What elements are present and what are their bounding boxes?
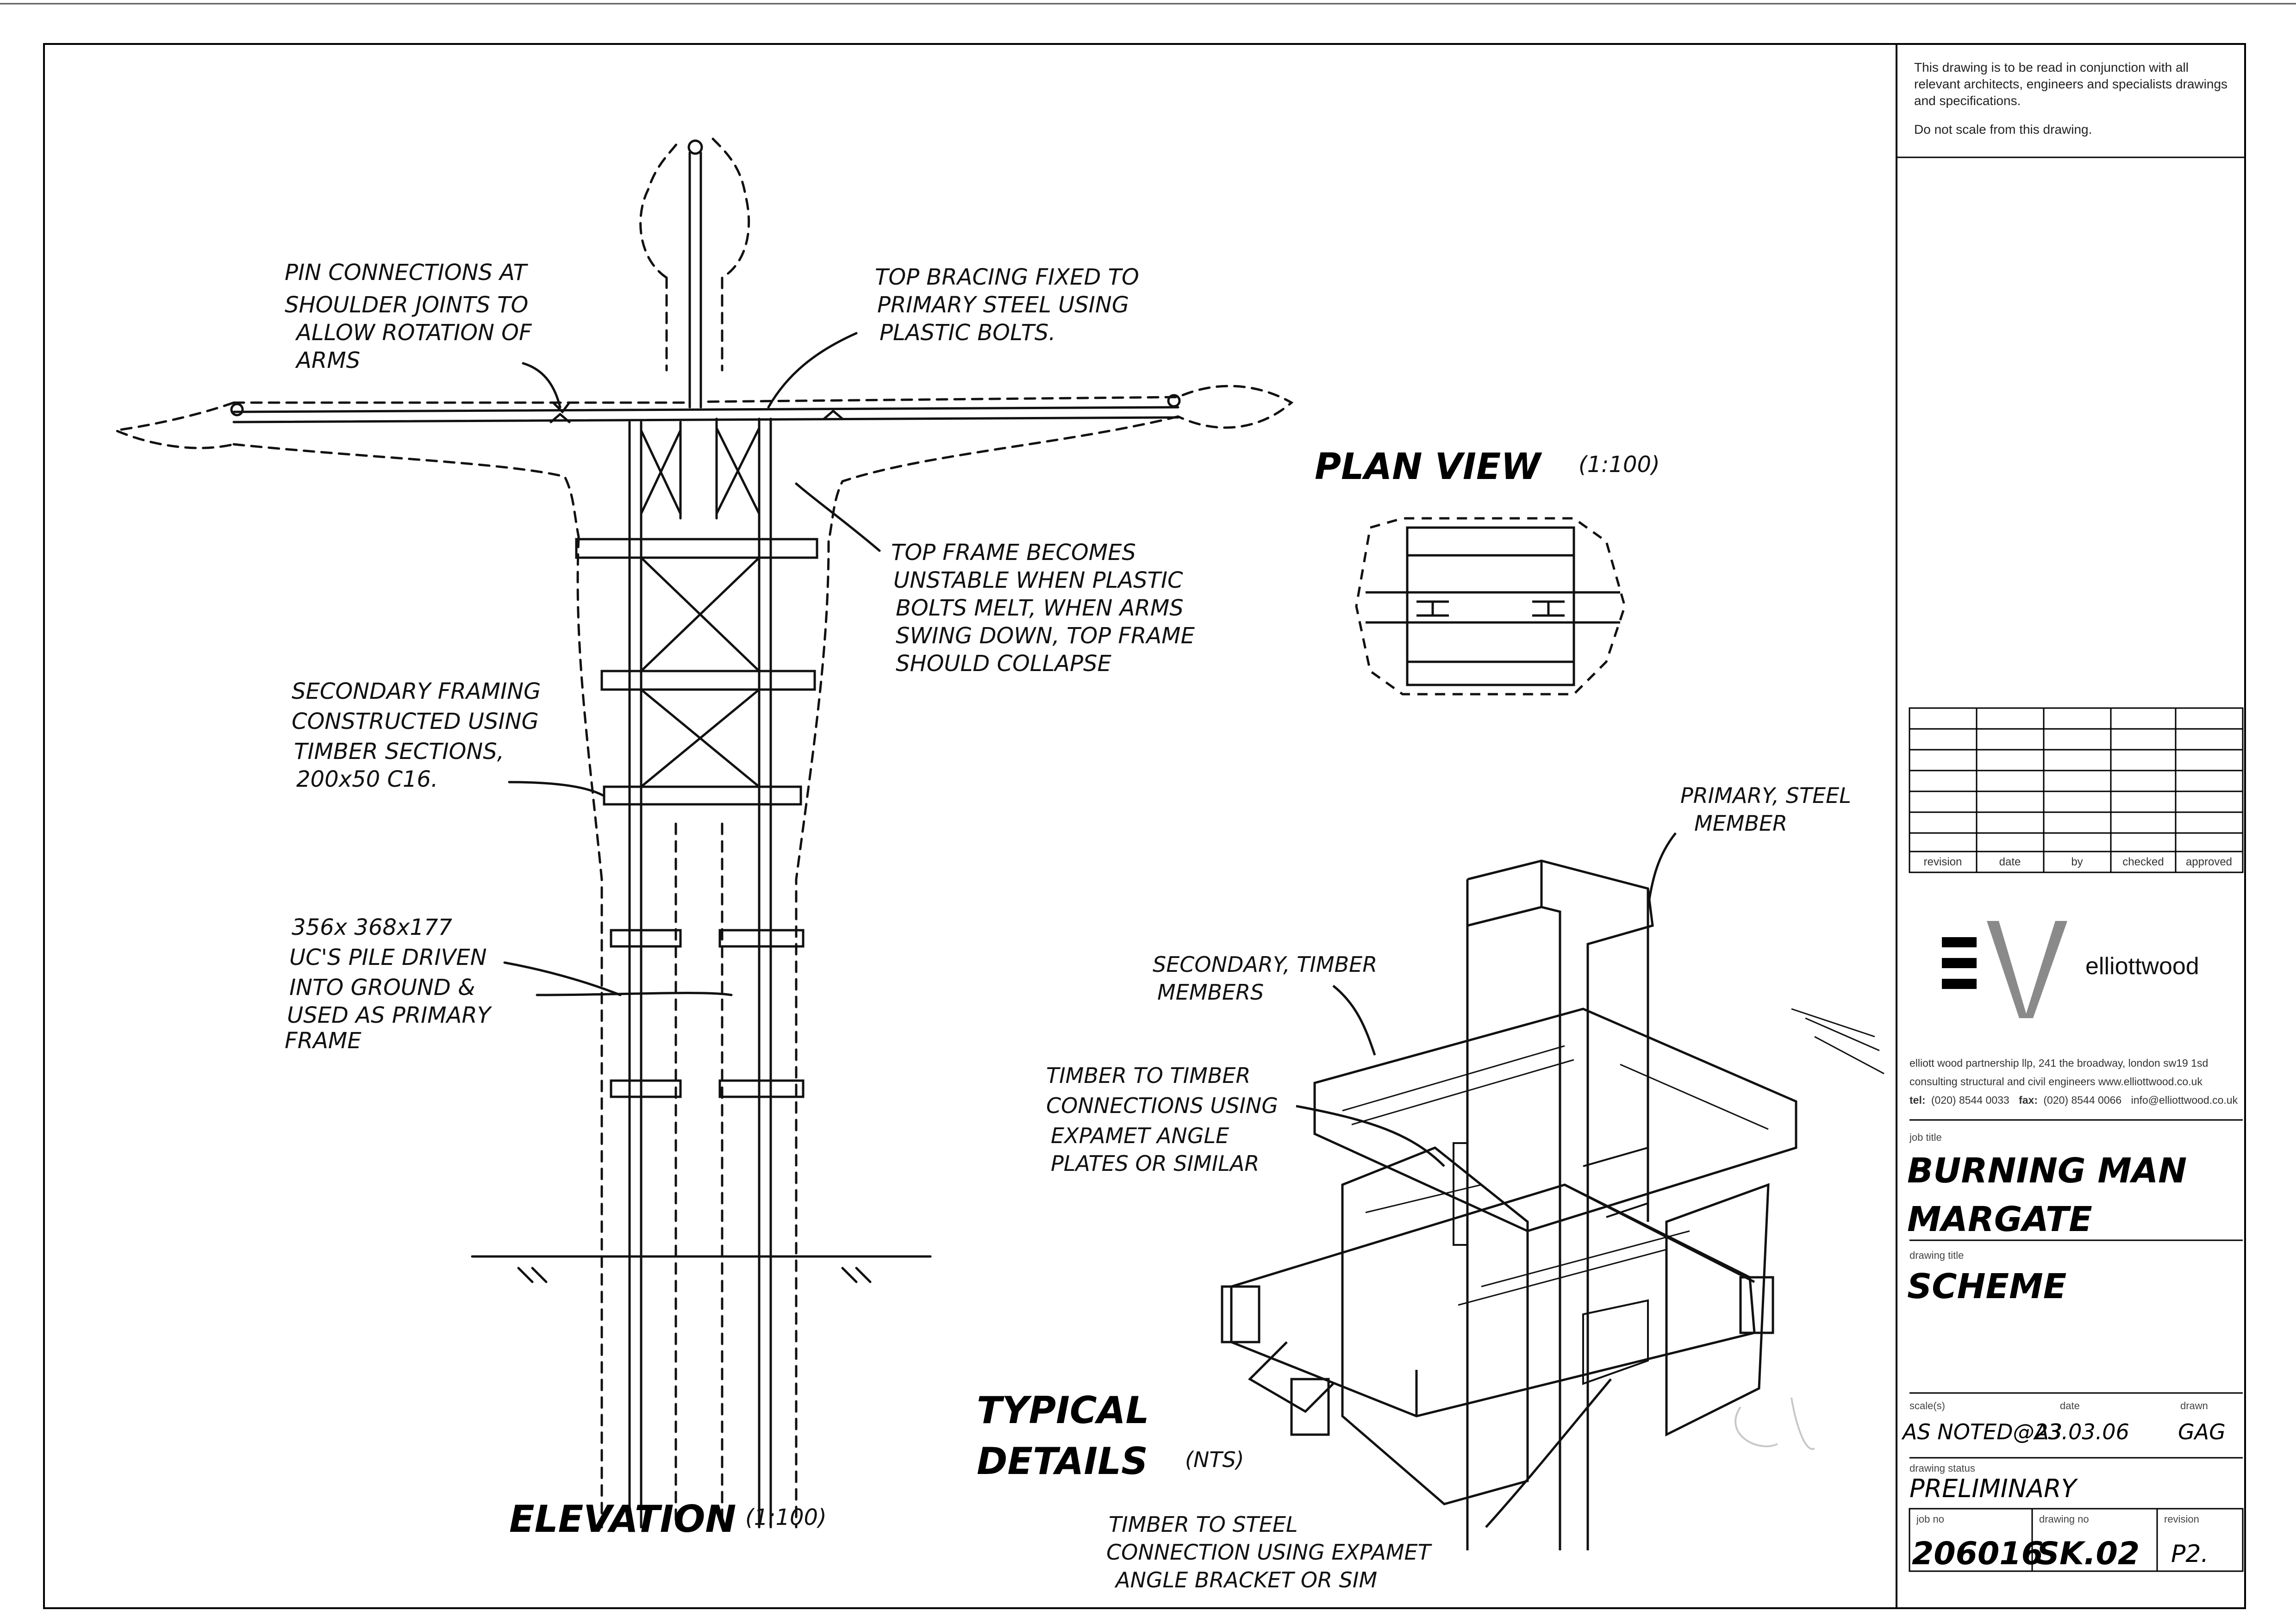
- uc-piles-note-line4: USED AS PRIMARY: [287, 1002, 493, 1028]
- timber-to-steel-note-line2: CONNECTION USING EXPAMET: [1106, 1540, 1433, 1565]
- uc-piles-note-line2: UC'S PILE DRIVEN: [289, 945, 487, 970]
- tel-number: (020) 8544 0033: [1931, 1094, 2009, 1106]
- status-label: drawing status: [1909, 1462, 1975, 1474]
- job-no-value: 206016: [1912, 1536, 2043, 1572]
- top-frame-note-line4: SWING DOWN, TOP FRAME: [896, 623, 1195, 649]
- job-title-line2: MARGATE: [1907, 1200, 2092, 1239]
- revision-headers: revision date by checked approved: [1924, 856, 2232, 868]
- fax-label: fax:: [2019, 1094, 2038, 1106]
- top-frame-note-line2: UNSTABLE WHEN PLASTIC: [893, 567, 1183, 593]
- secondary-timber-note-line1: SECONDARY, TIMBER: [1153, 952, 1377, 977]
- timber-to-timber-note-line1: TIMBER TO TIMBER: [1046, 1063, 1250, 1088]
- notes-do-not-scale: Do not scale from this drawing.: [1914, 122, 2092, 137]
- secondary-framing-note-line1: SECONDARY FRAMING: [292, 678, 541, 704]
- drawn-value: GAG: [2178, 1419, 2226, 1444]
- secondary-timber-note-line2: MEMBERS: [1157, 980, 1264, 1005]
- drawing-title: SCHEME: [1907, 1267, 2066, 1306]
- timber-to-steel-note-line3: ANGLE BRACKET OR SIM: [1114, 1567, 1377, 1592]
- details-title-line2: DETAILS: [977, 1440, 1148, 1483]
- fax-number: (020) 8544 0066: [2043, 1094, 2121, 1106]
- top-bracing-note-line3: PLASTIC BOLTS.: [880, 320, 1055, 346]
- company-address: elliott wood partnership llp, 241 the br…: [1909, 1057, 2208, 1069]
- secondary-framing-note-line3: TIMBER SECTIONS,: [294, 739, 504, 765]
- uc-piles-note-line3: INTO GROUND &: [289, 975, 475, 1001]
- typical-details-drawing: [1221, 832, 1884, 1550]
- secondary-framing-note-line4: 200x50 C16.: [296, 766, 438, 792]
- top-frame-note-line5: SHOULD COLLAPSE: [896, 651, 1111, 677]
- revision-value: P2.: [2171, 1540, 2209, 1568]
- drawing-border: [43, 43, 2246, 1609]
- details-scale: (NTS): [1185, 1447, 1244, 1472]
- secondary-framing-note-line2: CONSTRUCTED USING: [292, 709, 539, 734]
- revision-header-by: by: [2071, 856, 2083, 868]
- timber-to-timber-note-line2: CONNECTIONS USING: [1046, 1093, 1278, 1118]
- top-bracing-note-line1: TOP BRACING FIXED TO: [875, 264, 1139, 290]
- timber-to-steel-note-line1: TIMBER TO STEEL: [1109, 1512, 1298, 1537]
- details-annotations: PRIMARY, STEEL MEMBER SECONDARY, TIMBER …: [1046, 783, 1851, 1592]
- title-block-small-values: AS NOTED@A3 23.03.06 GAG PRELIMINARY P2.: [1901, 1419, 2226, 1568]
- company-details: elliott wood partnership llp, 241 the br…: [1909, 1057, 2238, 1106]
- timber-to-timber-note-line4: PLATES OR SIMILAR: [1051, 1151, 1259, 1176]
- elevation-drawing: [111, 137, 1294, 1529]
- drawn-label: drawn: [2180, 1400, 2208, 1412]
- company-email: info@elliottwood.co.uk: [2131, 1094, 2238, 1106]
- job-no-label: job no: [1916, 1513, 1944, 1525]
- job-title-label: job title: [1909, 1132, 1942, 1143]
- tel-label: tel:: [1909, 1094, 1926, 1106]
- job-title-line1: BURNING MAN: [1907, 1151, 2187, 1191]
- primary-steel-note-line1: PRIMARY, STEEL: [1680, 783, 1851, 808]
- company-logo: [1942, 921, 2067, 1018]
- revision-header-approved: approved: [2186, 856, 2232, 868]
- revision-table: [1909, 707, 2244, 873]
- view-titles: PLAN VIEW (1:100) ELEVATION (1:100) TYPI…: [509, 446, 1660, 1541]
- elevation-scale: (1:100): [745, 1505, 827, 1530]
- pin-connections-note-line1: PIN CONNECTIONS AT: [285, 260, 528, 286]
- title-block-values: BURNING MAN MARGATE SCHEME: [1907, 1151, 2187, 1306]
- revision-header-revision: revision: [1924, 856, 1962, 868]
- plan-view-title: PLAN VIEW: [1315, 446, 1542, 488]
- drawing-no-value: SK.02: [2037, 1536, 2140, 1572]
- revision-header-date: date: [1999, 856, 2021, 868]
- revision-header-checked: checked: [2122, 856, 2164, 868]
- company-services: consulting structural and civil engineer…: [1909, 1076, 2202, 1088]
- date-value: 23.03.06: [2034, 1419, 2129, 1444]
- top-frame-note-line1: TOP FRAME BECOMES: [891, 540, 1136, 566]
- company-name: elliottwood: [2085, 953, 2199, 980]
- details-title-line1: TYPICAL: [977, 1389, 1149, 1432]
- pin-connections-note-line2: SHOULDER JOINTS TO: [285, 292, 528, 318]
- status-value: PRELIMINARY: [1909, 1474, 2078, 1503]
- title-block-numbers: 206016 SK.02: [1912, 1536, 2140, 1572]
- plan-view-drawing: [1355, 517, 1626, 696]
- company-contact: tel: (020) 8544 0033 fax: (020) 8544 006…: [1909, 1094, 2238, 1106]
- timber-to-timber-note-line3: EXPAMET ANGLE: [1051, 1123, 1229, 1148]
- scale-value: AS NOTED@A3: [1901, 1419, 2062, 1444]
- top-bracing-note-line2: PRIMARY STEEL USING: [877, 292, 1129, 318]
- revision-label: revision: [2164, 1513, 2199, 1525]
- elevation-annotations: PIN CONNECTIONS AT SHOULDER JOINTS TO AL…: [285, 260, 1195, 1054]
- drawing-title-label: drawing title: [1909, 1250, 1964, 1261]
- scale-label: scale(s): [1909, 1400, 1945, 1412]
- title-block-lines: [1909, 1119, 2244, 1572]
- title-block-labels: job title drawing title scale(s) date dr…: [1909, 1132, 2208, 1525]
- pin-connections-note-line3: ALLOW ROTATION OF: [295, 320, 532, 346]
- notes-read-with: This drawing is to be read in conjunctio…: [1914, 60, 2228, 108]
- top-frame-note-line3: BOLTS MELT, WHEN ARMS: [896, 595, 1184, 621]
- uc-piles-note-line1: 356x 368x177: [292, 914, 452, 940]
- elevation-title: ELEVATION: [509, 1498, 736, 1541]
- date-label: date: [2060, 1400, 2080, 1412]
- primary-steel-note-line2: MEMBER: [1694, 811, 1787, 836]
- pin-connections-note-line4: ARMS: [295, 348, 360, 373]
- uc-piles-note-line5: FRAME: [285, 1028, 362, 1054]
- plan-view-scale: (1:100): [1578, 452, 1660, 478]
- drawing-no-label: drawing no: [2039, 1513, 2089, 1525]
